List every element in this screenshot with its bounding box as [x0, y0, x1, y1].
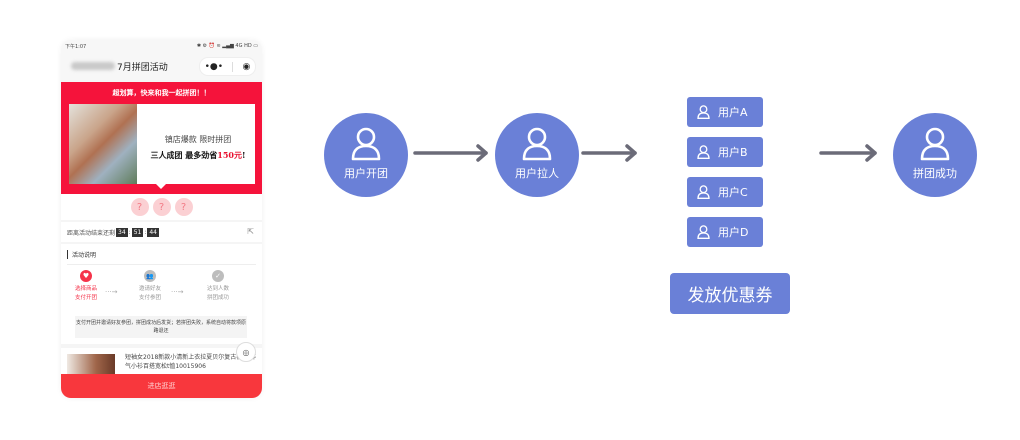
node-user-open-group: 用户开团 — [324, 113, 408, 197]
user-label: 用户B — [718, 146, 748, 159]
node-label: 拼团成功 — [913, 167, 957, 180]
status-icons: ✱ ⚙ ⏰ ≋ ▂▄▆ 4G HD ▭ — [196, 43, 258, 49]
user-icon — [920, 127, 950, 161]
empty-member-slot[interactable]: ? — [174, 198, 193, 216]
user-icon — [351, 127, 381, 161]
node-label: 用户开团 — [344, 167, 388, 180]
node-label: 用户拉人 — [515, 167, 559, 180]
issue-coupon-box: 发放优惠券 — [670, 273, 790, 314]
offer-suffix: ! — [241, 150, 246, 160]
user-label: 用户C — [718, 186, 748, 199]
countdown-sep: : — [128, 228, 131, 236]
enter-store-button[interactable]: 进店逛逛 — [61, 374, 262, 398]
user-label: 用户A — [718, 106, 748, 119]
product-photo — [69, 104, 137, 184]
node-group-success: 拼团成功 — [893, 113, 977, 197]
activity-note: 支付开团并邀请好友参团，拼团成功后发货；若拼团失败，系统自动将款项原路退还 — [75, 316, 247, 338]
check-icon: ✓ — [212, 270, 224, 282]
card-headline: 镇店爆款 限时拼团 — [164, 135, 232, 144]
user-icon — [697, 185, 710, 199]
offer-prefix: 三人成团 最多劲省 — [150, 150, 218, 160]
product-item[interactable]: 短袖女2018新款小清新上衣拉夏贝尔复古裤 带洋气小衫百搭宽松t恤1001590… — [61, 348, 262, 378]
step-2-line2: 支付参团 — [138, 295, 161, 301]
countdown-minutes: 51 — [131, 227, 144, 237]
customer-service-icon[interactable]: ◎ — [236, 342, 256, 362]
status-bar: 下午1:07 ✱ ⚙ ⏰ ≋ ▂▄▆ 4G HD ▭ — [61, 40, 262, 52]
arrow-icon — [819, 144, 877, 162]
user-box-b: 用户B — [687, 137, 763, 167]
offer-amount: 150元 — [217, 150, 242, 160]
divider — [67, 264, 256, 265]
countdown-seconds: 44 — [147, 227, 159, 237]
user-box-a: 用户A — [687, 97, 763, 127]
nav-bar: 7月拼团活动 •●• ◉ — [61, 52, 262, 80]
more-icon[interactable]: •●• — [204, 61, 224, 72]
user-label: 用户D — [718, 226, 749, 239]
group-member-slots: ? ? ? — [61, 194, 262, 220]
step-arrow-icon: ···→ — [171, 288, 184, 296]
countdown-label: 距离活动结束还剩 — [67, 229, 116, 237]
banner-pointer — [156, 184, 166, 189]
countdown-sep: : — [144, 228, 147, 236]
nav-title: 7月拼团活动 — [117, 62, 168, 73]
empty-member-slot[interactable]: ? — [152, 198, 171, 216]
activity-description: 活动说明 ♥ 选择商品 支付开团 ···→ 👥 邀请好友 支付参团 ···→ ✓… — [61, 244, 262, 344]
user-icon — [522, 127, 552, 161]
user-box-d: 用户D — [687, 217, 763, 247]
share-icon[interactable]: ⇱ — [247, 227, 254, 236]
product-title: 短袖女2018新款小清新上衣拉夏贝尔复古裤 带洋气小衫百搭宽松t恤1001590… — [125, 354, 257, 370]
empty-member-slot[interactable]: ? — [130, 198, 149, 216]
capsule-divider — [232, 61, 234, 72]
user-icon — [697, 105, 710, 119]
section-title: 活动说明 — [67, 250, 96, 259]
arrow-icon — [581, 144, 637, 162]
miniprogram-capsule: •●• ◉ — [199, 57, 256, 76]
step-1: ♥ 选择商品 支付开团 — [61, 270, 111, 303]
status-time: 下午1:07 — [65, 43, 87, 50]
step-3-line2: 拼团成功 — [206, 295, 229, 301]
blurred-shop-name — [71, 62, 115, 70]
step-2-line1: 邀请好友 — [138, 286, 161, 292]
step-2: 👥 邀请好友 支付参团 — [125, 270, 175, 303]
banner-title: 超划算，快来和我一起拼团！！ — [112, 89, 211, 97]
countdown-hours: 34 — [116, 227, 128, 237]
countdown-bar: 距离活动结束还剩 34 : 51 : 44 ⇱ — [61, 222, 262, 242]
step-1-line2: 支付开团 — [74, 295, 97, 301]
user-box-c: 用户C — [687, 177, 763, 207]
user-icon — [697, 225, 710, 239]
banner-card[interactable]: 镇店爆款 限时拼团 三人成团 最多劲省150元! — [69, 104, 255, 184]
close-target-icon[interactable]: ◉ — [242, 61, 251, 72]
node-user-invite: 用户拉人 — [495, 113, 579, 197]
heart-icon: ♥ — [80, 270, 92, 282]
phone-mockup: 下午1:07 ✱ ⚙ ⏰ ≋ ▂▄▆ 4G HD ▭ 7月拼团活动 •●• ◉ … — [61, 40, 262, 398]
user-icon — [697, 145, 710, 159]
users-icon: 👥 — [144, 270, 156, 282]
step-1-line1: 选择商品 — [74, 286, 97, 292]
arrow-icon — [413, 144, 488, 162]
promo-banner: 超划算，快来和我一起拼团！！ 镇店爆款 限时拼团 三人成团 最多劲省150元! — [61, 82, 262, 194]
step-3: ✓ 达到人数 拼团成功 — [193, 270, 243, 303]
step-arrow-icon: ···→ — [105, 288, 118, 296]
card-offer: 三人成团 最多劲省150元! — [141, 150, 255, 161]
step-3-line1: 达到人数 — [206, 286, 229, 292]
